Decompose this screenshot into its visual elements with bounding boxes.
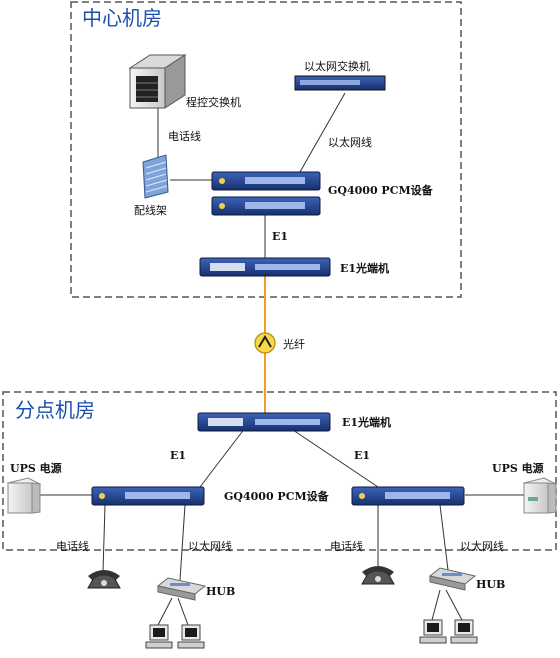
central-optical-terminal	[199, 257, 331, 277]
branch-pcm-device-left	[91, 486, 205, 506]
branch-e1-left-label: E1	[170, 449, 187, 462]
central-pcm-label: GQ4000 PCM设备	[328, 184, 433, 197]
branch-eth-line-right-label: 以太网线	[460, 540, 504, 553]
central-room-title: 中心机房	[82, 6, 162, 30]
ups-left-icon	[6, 477, 42, 514]
pbx-icon	[128, 54, 187, 109]
telephone-right-icon	[361, 566, 395, 585]
branch-pcm-device-right	[351, 486, 465, 506]
central-pcm-device-2	[211, 196, 321, 216]
mdf-label: 配线架	[134, 204, 167, 217]
pc-left-2-icon	[177, 624, 205, 649]
branch-room-border	[2, 391, 557, 551]
mdf-rack-icon	[142, 154, 169, 199]
branch-e1-right-label: E1	[354, 449, 371, 462]
ethernet-switch-icon	[294, 75, 386, 91]
pc-left-1-icon	[145, 624, 173, 649]
ups-right-icon	[522, 477, 558, 514]
hub-left-icon	[156, 577, 207, 601]
central-e1-label: E1	[272, 230, 289, 243]
hub-right-label: HUB	[476, 578, 506, 591]
central-room-border	[70, 1, 462, 298]
pc-right-1-icon	[419, 619, 447, 644]
branch-eth-line-left-label: 以太网线	[188, 540, 232, 553]
pbx-label: 程控交换机	[186, 96, 241, 109]
pc-right-2-icon	[450, 619, 478, 644]
branch-optical-terminal	[197, 412, 331, 432]
branch-phone-line-left-label: 电话线	[56, 540, 89, 553]
central-phone-line-label: 电话线	[168, 130, 201, 143]
ups-left-label: UPS 电源	[10, 462, 62, 475]
branch-optical-label: E1光端机	[342, 416, 392, 429]
branch-pcm-label: GQ4000 PCM设备	[224, 490, 329, 503]
central-pcm-device-1	[211, 171, 321, 191]
ups-right-label: UPS 电源	[492, 462, 544, 475]
connection-lines	[40, 92, 525, 626]
hub-left-label: HUB	[206, 585, 236, 598]
central-optical-label: E1光端机	[340, 262, 390, 275]
hub-right-icon	[428, 567, 477, 591]
branch-room-title: 分点机房	[15, 398, 95, 422]
central-eth-line-label: 以太网线	[328, 136, 372, 149]
branch-phone-line-right-label: 电话线	[330, 540, 363, 553]
ethernet-switch-label: 以太网交换机	[304, 60, 370, 73]
fiber-label: 光纤	[283, 338, 305, 351]
telephone-left-icon	[87, 570, 121, 589]
fiber-icon	[254, 332, 276, 354]
